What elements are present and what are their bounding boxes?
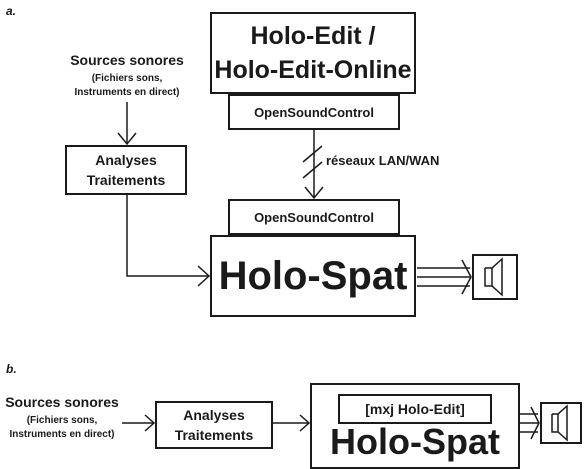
arrow-icon [530, 406, 540, 440]
panel-b-speaker-icon [540, 402, 582, 444]
panel-b-holo-spat-label: Holo-Spat [330, 421, 500, 462]
arrow-analyses-to-holospat [126, 195, 209, 277]
panel-a-sources-detail: (Fichiers sons, Instruments en direct) [52, 72, 202, 100]
panel-b-analyses-line2: Traitements [174, 427, 254, 443]
panel-b-sources-title: Sources sonores [5, 394, 119, 410]
panel-b-analyses-box: Analyses Traitements [155, 401, 273, 449]
speaker-cone-icon [551, 404, 568, 442]
arrow-icon [197, 265, 211, 287]
panel-a-analyses-line1: Analyses [95, 152, 157, 168]
network-break-icon [302, 161, 323, 179]
panel-b-letter: b. [6, 362, 17, 376]
mxj-holo-edit-box: [mxj Holo-Edit] [338, 394, 492, 424]
panel-a-sources-detail-line1: (Fichiers sons, [91, 73, 163, 84]
speaker-cone-icon [484, 257, 503, 297]
panel-b-sources-detail-line2: Instruments en direct) [9, 429, 115, 440]
holo-edit-box: Holo-Edit / Holo-Edit-Online [210, 12, 416, 94]
panel-a-speaker-icon [472, 254, 518, 300]
arrow-icon [144, 414, 156, 432]
osc-top-box: OpenSoundControl [228, 94, 400, 130]
network-label: réseaux LAN/WAN [326, 153, 440, 168]
panel-b-sources-detail-line1: (Fichiers sons, [26, 415, 98, 426]
holo-edit-title-line1: Holo-Edit / [250, 22, 376, 50]
network-break-icon [302, 145, 323, 163]
holo-edit-title-line2: Holo-Edit-Online [214, 56, 412, 84]
panel-a-sources-title: Sources sonores [70, 52, 184, 68]
osc-top-label: OpenSoundControl [254, 104, 374, 120]
arrow-icon [461, 259, 472, 295]
panel-a-analyses-box: Analyses Traitements [65, 145, 187, 195]
panel-a-analyses-line2: Traitements [86, 172, 166, 188]
panel-b-analyses-line1: Analyses [183, 407, 245, 423]
panel-a-holo-spat-label: Holo-Spat [218, 253, 408, 298]
panel-a-letter: a. [6, 4, 17, 18]
arrow-icon [304, 186, 324, 200]
panel-a-holo-spat-box: Holo-Spat [210, 235, 416, 317]
mxj-holo-edit-label: [mxj Holo-Edit] [365, 401, 465, 417]
arrow-icon [117, 132, 137, 146]
panel-a-sources-detail-line2: Instruments en direct) [74, 87, 180, 98]
osc-bottom-box: OpenSoundControl [228, 199, 400, 235]
osc-bottom-label: OpenSoundControl [254, 209, 374, 225]
panel-b-sources-detail: (Fichiers sons, Instruments en direct) [2, 414, 122, 442]
arrow-icon [299, 414, 311, 432]
